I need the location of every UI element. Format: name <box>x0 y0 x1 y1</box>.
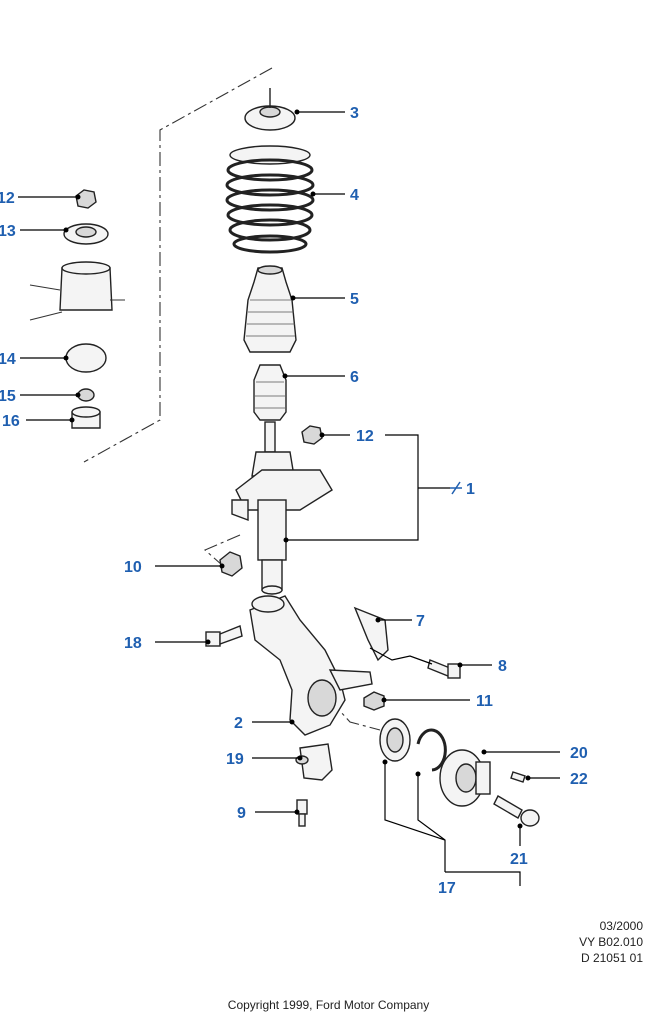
callout-13: 13 <box>0 223 16 240</box>
part-20-wheel-hub <box>439 749 491 807</box>
part-21-hub-bolt <box>493 795 540 827</box>
callout-7: 7 <box>416 613 425 630</box>
callout-2: 2 <box>234 715 243 732</box>
part-7-shield <box>353 606 389 662</box>
callout-5: 5 <box>350 291 359 308</box>
part-18-bolt <box>205 625 243 647</box>
part-17-wheel-bearing <box>379 718 447 772</box>
callout-21: 21 <box>510 851 528 868</box>
callout-22: 22 <box>570 771 588 788</box>
callout-20: 20 <box>570 745 588 762</box>
part-11-nut <box>363 691 385 711</box>
dagger-mark <box>450 481 462 495</box>
callout-18: 18 <box>124 635 142 652</box>
callout-15: 15 <box>0 388 16 405</box>
part-9-bolt <box>296 799 308 827</box>
callout-12-right: 12 <box>356 428 374 445</box>
callout-19: 19 <box>226 751 244 768</box>
callout-10: 10 <box>124 559 142 576</box>
callout-1: 1 <box>466 481 475 498</box>
callout-8: 8 <box>498 658 507 675</box>
part-8-bolt <box>427 659 461 679</box>
leader-lines <box>18 109 560 886</box>
drawing-code: VY B02.010 <box>579 935 643 949</box>
callout-14: 14 <box>0 351 16 368</box>
part-12-nut-upper <box>301 425 323 445</box>
callout-9: 9 <box>237 805 246 822</box>
drawing-info: 03/2000 VY B02.010 D 21051 01 <box>579 918 643 966</box>
part-5-dust-boot <box>243 265 297 353</box>
part-1-strut <box>231 421 333 595</box>
callout-12-left: 12 <box>0 190 15 207</box>
callout-3: 3 <box>350 105 359 122</box>
drawing-number: D 21051 01 <box>580 951 643 965</box>
part-2-knuckle <box>249 595 373 736</box>
copyright-text: Copyright 1999, Ford Motor Company <box>227 998 430 1012</box>
callout-6: 6 <box>350 369 359 386</box>
part-3-top-mount <box>244 88 296 131</box>
part-19-ball-joint <box>295 743 333 781</box>
callout-4: 4 <box>350 187 359 204</box>
drawing-date: 03/2000 <box>599 919 643 933</box>
callout-16: 16 <box>2 413 20 430</box>
callout-17: 17 <box>438 880 456 897</box>
callout-11: 11 <box>476 693 493 710</box>
part-6-bump-stop <box>253 364 287 421</box>
part-22-stud <box>510 771 526 783</box>
inset-mount-assembly <box>29 189 125 429</box>
part-4-coil-spring <box>225 145 315 254</box>
part-10-nut <box>219 551 243 577</box>
callout-labels: 3 4 5 6 12 1 10 18 7 8 11 2 19 9 20 22 2… <box>0 105 588 897</box>
